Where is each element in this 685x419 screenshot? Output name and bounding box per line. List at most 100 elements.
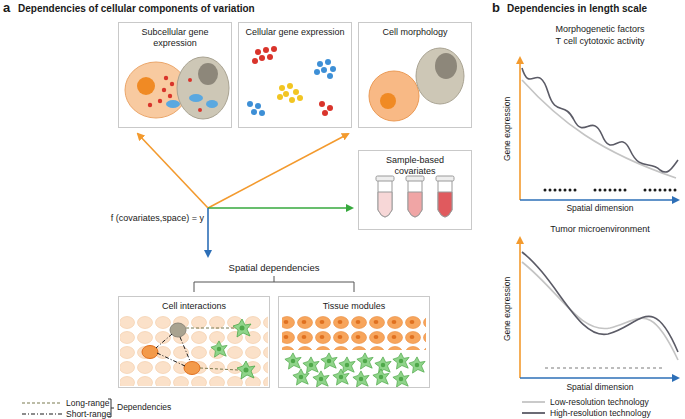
drawing-part	[373, 369, 389, 385]
panel-box: Sample-based covariates	[358, 150, 472, 230]
axis-label: Gene expression	[503, 264, 513, 354]
drawing-part	[170, 323, 186, 337]
drawing-part	[283, 91, 289, 97]
drawing-part	[184, 362, 200, 375]
drawing-part	[168, 94, 172, 98]
drawing-part	[233, 319, 251, 337]
drawing-part	[545, 367, 662, 368]
drawing-part	[237, 361, 255, 379]
drawing-part	[435, 53, 457, 79]
legend-label: High-resolution technology	[550, 408, 651, 418]
drawing-part	[186, 328, 234, 329]
drawing-part	[255, 103, 261, 109]
tissue-field	[282, 316, 426, 387]
drawing-part	[158, 99, 162, 103]
panel-heading: Cell morphology	[359, 23, 471, 38]
drawing-part	[393, 371, 409, 387]
group-title: Spatial dependencies	[219, 263, 329, 274]
drawing-part	[166, 100, 180, 108]
drawing-part	[277, 94, 283, 100]
drawing-part	[252, 46, 277, 64]
drawing-part	[22, 413, 62, 414]
drawing-part	[142, 346, 158, 359]
drawing-part	[252, 58, 258, 64]
panel-box: Cell morphology	[358, 22, 472, 128]
drawing-part	[353, 371, 369, 387]
drawing-part	[162, 88, 166, 92]
drawing-part	[519, 238, 521, 378]
drawing-part	[251, 109, 257, 115]
panel-heading: Sample-based covariates	[359, 151, 471, 177]
drawing-part	[406, 176, 424, 181]
drawing-part	[180, 337, 190, 361]
drawing-part	[378, 180, 392, 217]
drawing-part	[545, 189, 676, 192]
panel-box: Tissue modules	[278, 296, 430, 388]
drawing-part	[22, 402, 62, 403]
drawing-part	[289, 97, 295, 103]
expression-dots	[247, 46, 336, 116]
panel-heading: Subcellular gene expression	[119, 23, 231, 49]
morphology-cells	[369, 48, 464, 121]
drawing-part	[120, 316, 268, 386]
drawing-part	[194, 282, 354, 292]
drawing-part	[164, 76, 168, 80]
drawing-part	[522, 68, 678, 172]
drawing-part	[438, 180, 452, 217]
drawing-part	[314, 69, 320, 75]
drawing-part	[279, 85, 285, 91]
drawing-part	[271, 46, 277, 52]
drawing-part	[297, 95, 303, 101]
subcellular-cells	[125, 57, 229, 119]
drawing-part	[409, 357, 425, 373]
panel-heading: Cellular gene expression	[239, 23, 351, 38]
legend-bracket-label: Dependencies	[117, 403, 171, 413]
drawing-part	[303, 357, 319, 373]
drawing-part	[378, 192, 392, 217]
drawing-part	[333, 369, 349, 385]
drawing-part	[327, 73, 333, 79]
axis-label: Spatial dimension	[525, 204, 675, 214]
drawing-part	[522, 252, 678, 352]
drawing-part	[293, 369, 309, 385]
drawing-part	[293, 89, 299, 95]
drawing-part	[416, 48, 464, 104]
drawing-part	[438, 192, 452, 217]
drawing-part	[321, 353, 337, 369]
drawing-part	[408, 180, 422, 217]
panel-box: Cell interactions	[118, 296, 270, 388]
drawing-part	[319, 101, 333, 116]
drawing-part	[375, 357, 391, 373]
drawing-part	[189, 94, 203, 102]
legend-samples-b	[522, 402, 545, 413]
drawing-part	[369, 71, 419, 121]
panel-heading: Cell interactions	[119, 297, 269, 312]
formula: f (covariates,space) = y	[100, 213, 204, 223]
drawing-part	[522, 412, 545, 414]
drawing-part	[645, 189, 676, 192]
drawing-part	[157, 353, 185, 366]
legend-label: Long-range	[66, 398, 109, 408]
drawing-part	[207, 208, 209, 256]
drawing-part	[380, 93, 396, 109]
panel-box: Subcellular gene expression	[118, 22, 232, 128]
drawing-part	[170, 82, 174, 86]
component-axes	[138, 134, 352, 256]
axis-label: Gene expression	[503, 84, 513, 174]
chart-tumor	[520, 238, 678, 378]
drawing-part	[322, 110, 328, 116]
drawing-part	[321, 67, 327, 73]
bracket	[194, 276, 354, 292]
drawing-part	[277, 83, 303, 103]
drawing-part	[138, 134, 208, 208]
panel-title: Dependencies in length scale	[507, 3, 647, 15]
drawing-part	[267, 54, 273, 60]
drawing-part	[255, 49, 261, 55]
chart-morphogen	[520, 58, 678, 200]
panel-letter: a	[3, 1, 10, 16]
drawing-part	[325, 59, 331, 65]
drawing-part	[285, 353, 301, 369]
chart-title: T cell cytotoxic activity	[525, 36, 675, 46]
legend-label: Short-range	[66, 409, 111, 419]
